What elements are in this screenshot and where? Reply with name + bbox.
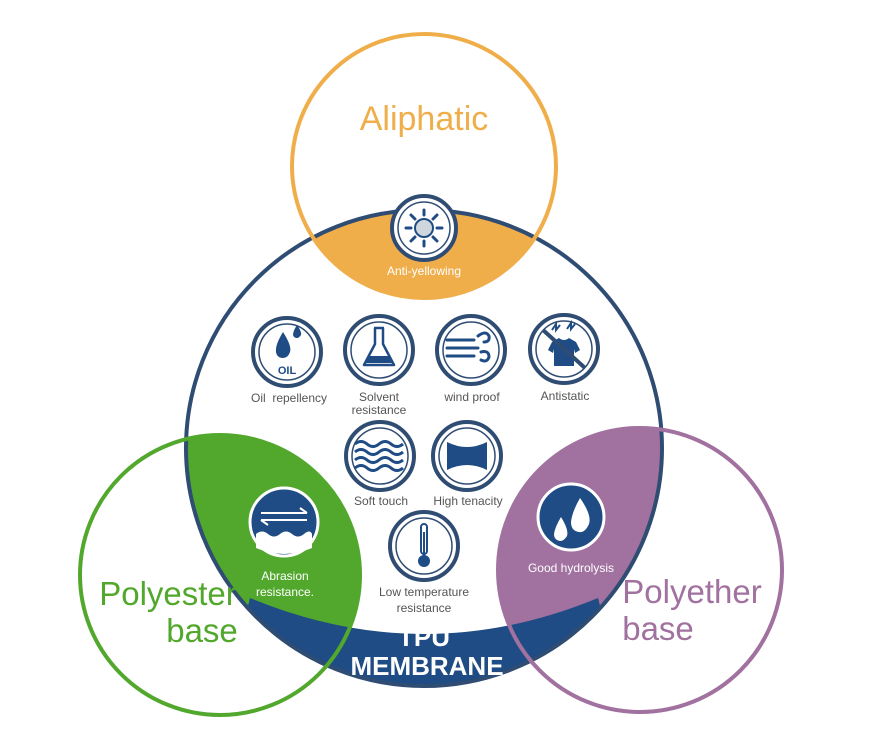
flask-icon <box>343 314 415 386</box>
solvent-resistance-label-line1: Solvent <box>359 390 400 404</box>
membrane-label: MEMBRANE <box>350 651 503 681</box>
solvent-resistance-label-line2: resistance <box>352 403 407 417</box>
svg-text:OIL: OIL <box>278 365 297 377</box>
anti-yellowing-label: Anti-yellowing <box>387 264 461 278</box>
good-hydrolysis-label: Good hydrolysis <box>528 561 614 575</box>
polyether-title-line1: Polyether <box>622 573 761 610</box>
soft-touch-label: Soft touch <box>354 494 408 508</box>
thermometer-icon <box>388 510 460 582</box>
oil-drop-icon: OIL <box>251 316 323 388</box>
abrasion-label-line1: Abrasion <box>261 569 308 583</box>
tenacity-icon <box>431 420 503 492</box>
antistatic-label: Antistatic <box>541 389 590 403</box>
tpu-label: TPU <box>398 622 450 652</box>
low-temperature-label-line1: Low temperature <box>379 585 469 599</box>
high-tenacity-label: High tenacity <box>433 494 502 508</box>
waves-icon <box>344 420 416 492</box>
wind-icon <box>435 314 507 386</box>
membrane-band <box>210 598 640 686</box>
polyether-circle-outline <box>496 426 784 714</box>
aliphatic-title: Aliphatic <box>360 100 489 138</box>
aliphatic-overlap <box>292 210 556 298</box>
abrasion-icon <box>248 486 320 558</box>
low-temperature-label-line2: resistance <box>397 601 452 615</box>
aliphatic-circle-outline <box>290 32 558 300</box>
sun-icon <box>390 194 458 262</box>
water-drops-icon <box>536 482 606 552</box>
polyether-title-line2: base <box>622 610 694 647</box>
antistatic-shirt-icon <box>528 313 600 385</box>
wind-proof-label: wind proof <box>443 390 500 404</box>
abrasion-label-line2: resistance. <box>256 585 314 599</box>
polyester-circle-outline <box>78 433 362 717</box>
polyester-title-line1: Polyester <box>99 575 237 612</box>
polyester-title-line2: base <box>166 612 238 649</box>
oil-repellency-label: Oil repellency <box>251 391 327 405</box>
